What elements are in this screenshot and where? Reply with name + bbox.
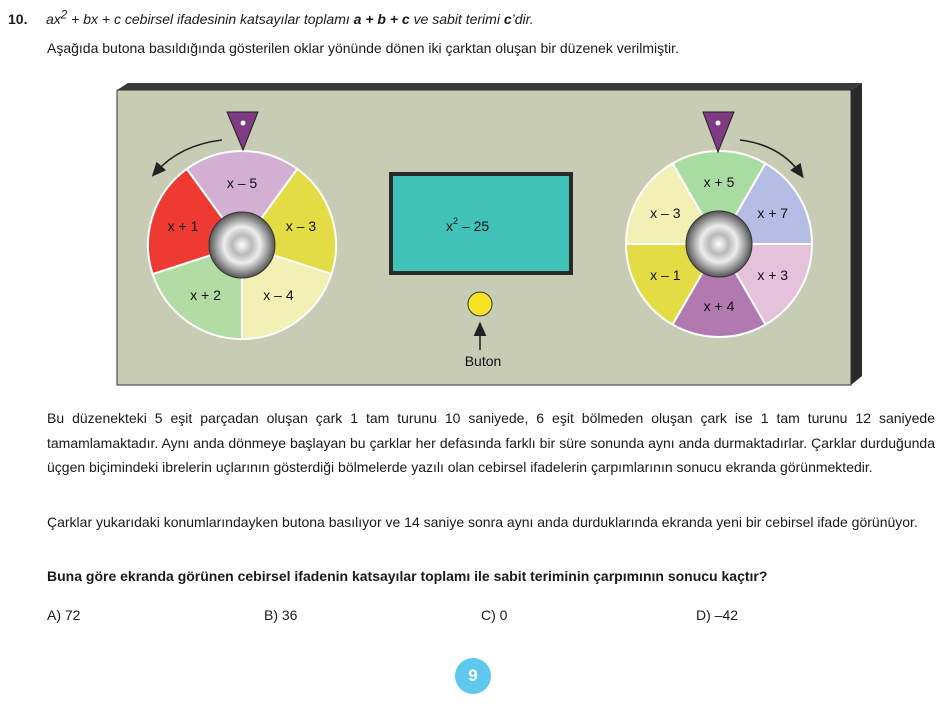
question-definition: ax2 + bx + c cebirsel ifadesinin katsayı… [46, 8, 534, 27]
wheel-1-segment-label: x – 3 [286, 218, 317, 234]
question-number: 10. [8, 10, 28, 27]
wheel-2-segment-label: x + 5 [704, 174, 735, 190]
wheel-2-segment-label: x – 3 [650, 205, 681, 221]
wheel-2-pointer [702, 111, 735, 154]
wheel-2-segment-label: x + 3 [757, 267, 788, 283]
button-label: Buton [465, 353, 502, 369]
option-b[interactable]: B) 36 [264, 607, 298, 623]
wheel-2-segment-label: x + 7 [757, 205, 788, 221]
wheel-2-hub [685, 210, 753, 278]
panel-shadow-top [117, 83, 862, 90]
intro-text: Aşağıda butona basıldığında gösterilen o… [47, 40, 679, 56]
wheel-1-segment-label: x – 5 [227, 175, 258, 191]
page-number-badge: 9 [455, 658, 491, 694]
wheel-2-pointer-dot [715, 120, 721, 126]
wheel-1-pointer [226, 111, 259, 152]
option-c[interactable]: C) 0 [481, 607, 508, 623]
screen [393, 176, 569, 271]
question-header: 10. ax2 + bx + c cebirsel ifadesinin kats… [8, 8, 534, 27]
question-prompt: Buna göre ekranda görünen cebirsel ifade… [47, 568, 768, 584]
wheel-1-segment-label: x + 1 [168, 218, 199, 234]
wheel-2-segment-label: x – 1 [650, 267, 681, 283]
wheel-2-rotation-arrow [739, 139, 804, 179]
wheel-1-segment-label: x + 2 [190, 287, 221, 303]
screen-expression: x2 – 25 [446, 216, 489, 234]
wheel-1-rotation-arrow [151, 139, 223, 177]
paragraph-1: Bu düzenekteki 5 eşit parçadan oluşan ça… [47, 410, 935, 475]
machine-button[interactable] [467, 291, 493, 317]
wheel-1-hub [208, 211, 276, 279]
wheel-2-rim [625, 150, 813, 338]
option-a[interactable]: A) 72 [47, 607, 81, 623]
wheel-1-pointer-dot [240, 120, 246, 126]
wheel-2-segment-label: x + 4 [704, 298, 735, 314]
option-d[interactable]: D) –42 [696, 607, 739, 623]
wheel-1-rim [147, 150, 337, 340]
paragraph-2: Çarklar yukarıdaki konumlarındayken buto… [47, 514, 918, 530]
panel-shadow-right [851, 83, 862, 385]
wheel-1-segment-label: x – 4 [263, 287, 294, 303]
